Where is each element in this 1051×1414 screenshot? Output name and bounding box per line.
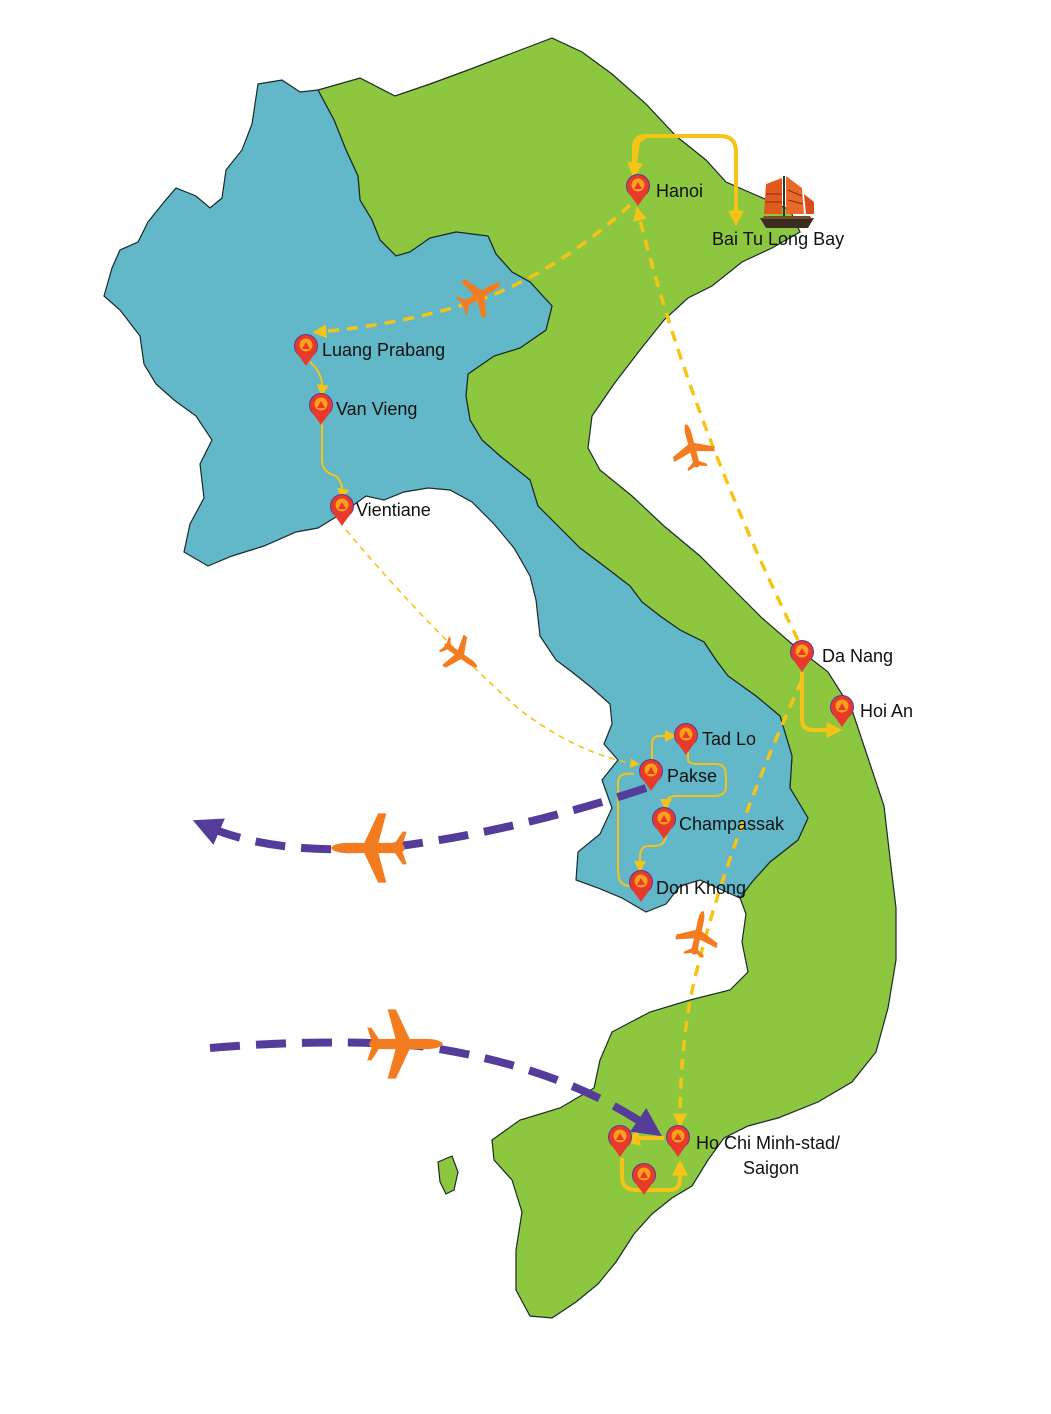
junk-boat-icon (760, 176, 814, 228)
label-da-nang: Da Nang (822, 646, 893, 666)
label-hanoi: Hanoi (656, 181, 703, 201)
label-don-khong: Don Khong (656, 878, 746, 898)
route-luang-prabang-van-vieng (309, 361, 329, 397)
route-hanoi-bai-tu-long (632, 134, 744, 227)
label-van-vieng: Van Vieng (336, 399, 417, 419)
route-hanoi-da-nang (633, 206, 800, 641)
label-luang-prabang: Luang Prabang (322, 340, 445, 360)
label-tad-lo: Tad Lo (702, 729, 756, 749)
route-champassak-don-khong (634, 833, 667, 873)
airplane-icon (331, 813, 407, 883)
route-bai-tu-long-hanoi (627, 134, 648, 179)
airplane-icon (367, 1009, 443, 1079)
label-champassak: Champassak (679, 814, 785, 834)
laos-shape (103, 79, 809, 913)
route-delta-loop (620, 1158, 688, 1192)
label-bai-tu-long-bay: Bai Tu Long Bay (712, 229, 844, 249)
route-tad-lo-champassak (660, 752, 727, 811)
route-vientiane-pakse (345, 529, 640, 768)
route-van-vieng-vientiane (321, 420, 350, 501)
route-don-khong-pakse (617, 772, 635, 887)
location-pin-icon (330, 494, 354, 526)
airplane-icon (672, 906, 724, 961)
route-da-nang-saigon (673, 679, 804, 1128)
international-departure-route (192, 784, 648, 854)
phu-quoc-island (437, 1155, 459, 1195)
label-saigon-line2: Saigon (743, 1158, 799, 1178)
airplane-icon (433, 628, 488, 683)
route-pakse-tad-lo (651, 730, 677, 764)
route-da-nang-hoi-an (800, 672, 843, 738)
route-saigon-delta (623, 1130, 664, 1146)
label-pakse: Pakse (667, 766, 717, 786)
label-hoi-an: Hoi An (860, 701, 913, 721)
label-vientiane: Vientiane (356, 500, 431, 520)
airplane-icon (665, 418, 719, 475)
label-saigon-line1: Ho Chi Minh-stad/ (696, 1133, 840, 1153)
